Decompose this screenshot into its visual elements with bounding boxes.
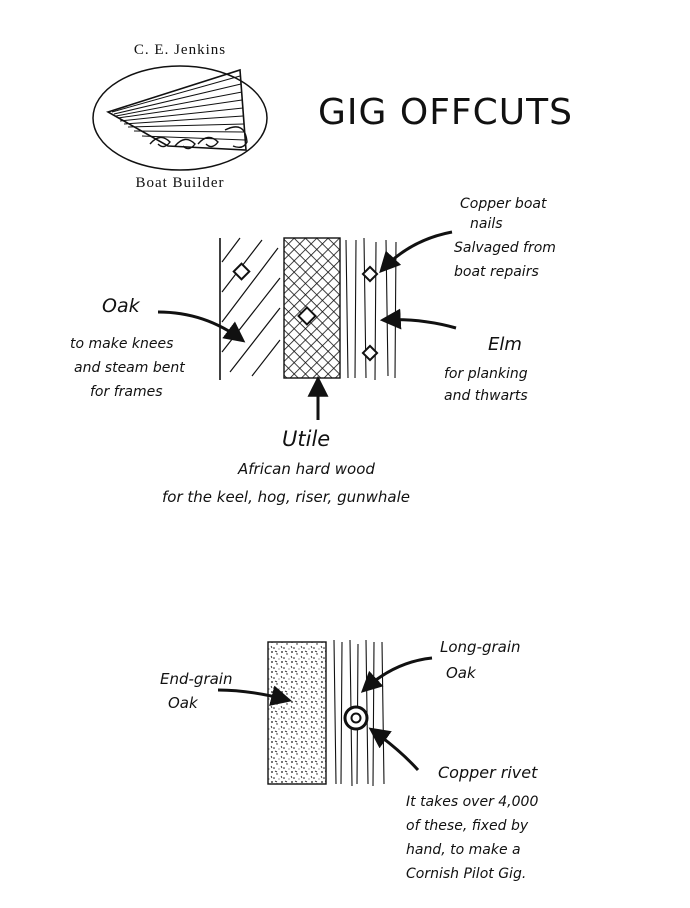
label-line: nails xyxy=(470,216,503,232)
label-line: and steam bent xyxy=(74,360,185,376)
label-heading: Oak xyxy=(102,295,141,317)
label-line: hand, to make a xyxy=(406,842,521,858)
arrow-copper-rivet xyxy=(368,727,420,772)
arrow-elm xyxy=(379,308,457,330)
label-heading: Elm xyxy=(488,334,522,355)
label-heading: Utile xyxy=(282,427,330,451)
utile-strip xyxy=(283,237,341,379)
label-line: Long-grain xyxy=(440,638,521,656)
logo-top-text: C. E. Jenkins xyxy=(134,42,226,58)
page-title: GIG OFFCUTS xyxy=(318,92,573,133)
logo: C. E. Jenkins Boat Builder xyxy=(92,42,268,191)
label-utile: Utile African hard wood for the keel, ho… xyxy=(162,427,410,506)
logo-oval xyxy=(92,65,268,171)
label-line: Salvaged from xyxy=(454,240,556,256)
label-long-grain: Long-grain Oak xyxy=(440,638,521,682)
oak-strip xyxy=(219,237,281,380)
end-grain-strip xyxy=(267,641,327,785)
arrow-copper-nails xyxy=(379,230,453,274)
arrow-long-grain xyxy=(360,656,433,693)
label-end-grain: End-grain Oak xyxy=(160,670,232,712)
label-line: boat repairs xyxy=(454,264,539,280)
label-line: Copper boat xyxy=(460,196,547,212)
nail-marker xyxy=(232,262,251,281)
arrow-oak xyxy=(157,310,246,343)
label-line: End-grain xyxy=(160,670,232,688)
label-copper-nails: Copper boat nails Salvaged from boat rep… xyxy=(454,196,556,280)
nail-marker xyxy=(361,344,379,362)
nail-marker xyxy=(297,306,317,326)
boat-icon xyxy=(106,68,248,151)
label-line: Oak xyxy=(168,694,199,712)
elm-strip xyxy=(345,237,397,381)
label-line: Cornish Pilot Gig. xyxy=(406,866,526,882)
label-line: It takes over 4,000 xyxy=(406,794,538,810)
label-line: African hard wood xyxy=(237,460,375,478)
label-line: Oak xyxy=(446,664,477,682)
label-line: of these, fixed by xyxy=(406,818,529,834)
wood-sample-1 xyxy=(157,230,457,420)
label-line: and thwarts xyxy=(444,388,528,404)
label-elm: Elm for planking and thwarts xyxy=(444,334,528,404)
label-line: for planking xyxy=(444,366,528,382)
label-copper-rivet: Copper rivet It takes over 4,000 of thes… xyxy=(406,763,538,882)
logo-bottom-text: Boat Builder xyxy=(135,175,224,191)
copper-rivet-icon xyxy=(343,705,369,731)
nail-marker xyxy=(361,265,379,283)
label-line: for frames xyxy=(90,384,163,400)
label-line: for the keel, hog, riser, gunwhale xyxy=(162,488,410,506)
wood-sample-2 xyxy=(217,639,433,787)
label-heading: Copper rivet xyxy=(438,763,538,782)
label-line: to make knees xyxy=(70,336,173,352)
arrow-end-grain xyxy=(217,685,293,706)
label-oak: Oak to make knees and steam bent for fra… xyxy=(70,295,185,400)
